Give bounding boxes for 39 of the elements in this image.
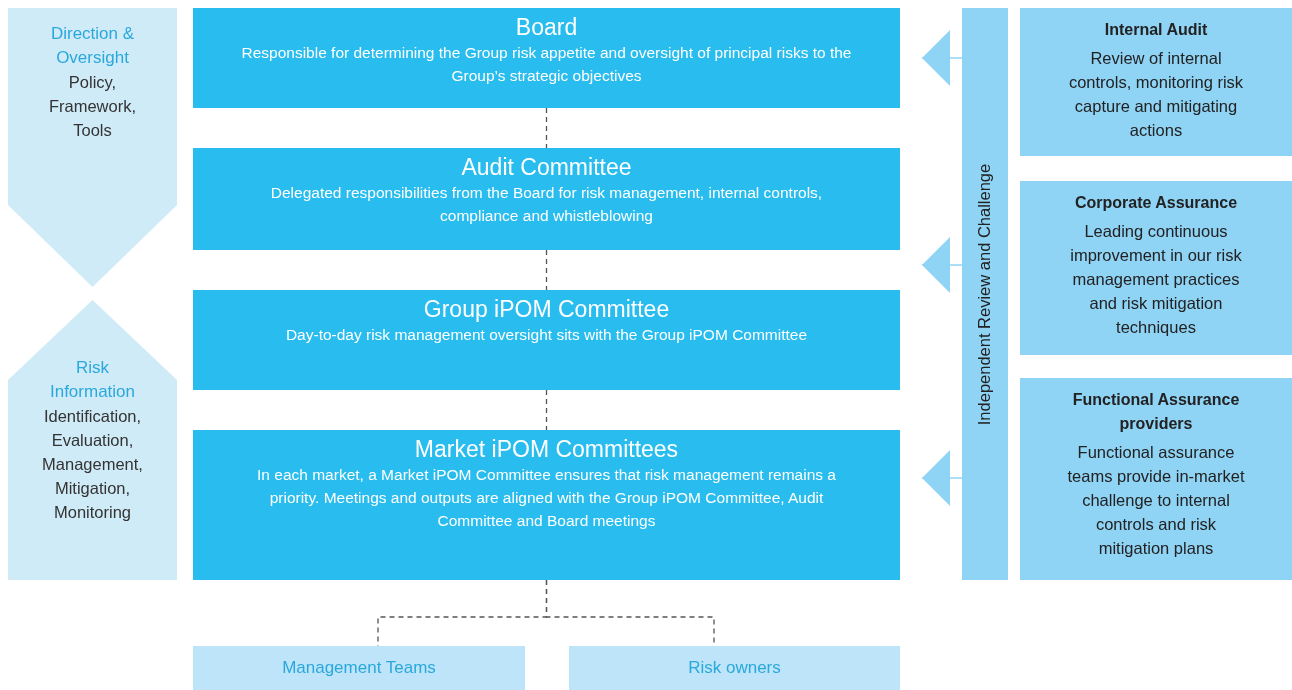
box-title: Board — [515, 14, 578, 41]
box-description: Delegated responsibilities from the Board for risk management, internal controls, compliance and whistleblowing — [269, 183, 824, 226]
box-description: Responsible for determining the Group risk appetite and oversight of principal risks to the Group’s strategic objectives — [240, 43, 853, 86]
assurance-box — [1020, 8, 1292, 156]
box-description: Leading continuous improvement in our risk management practices and risk mitigation techniques — [1069, 221, 1243, 338]
box-description: Day-to-day risk management oversight sits with the Group iPOM Committee — [284, 325, 809, 345]
chevron-panel — [8, 8, 177, 287]
box-description: Review of internal controls, monitoring risk capture and mitigating actions — [1067, 48, 1245, 141]
box-description: Functional assurance teams provide in-market challenge to internal controls and risk mitigation plans — [1066, 442, 1246, 559]
box-title: Audit Committee — [461, 154, 632, 181]
dashed-connector — [545, 389, 548, 431]
box-title: Group iPOM Committee — [423, 296, 670, 323]
panel-heading: Risk Information — [48, 357, 136, 403]
assurance-box — [1020, 181, 1292, 355]
box-title: Corporate Assurance — [1073, 193, 1239, 213]
box-title: Market iPOM Committees — [414, 436, 679, 463]
group-box — [569, 646, 900, 690]
vertical-band — [962, 8, 1008, 580]
pointer-arrow — [921, 30, 963, 86]
pointer-arrow — [921, 450, 963, 506]
dashed-connector — [545, 107, 548, 149]
box-title: Internal Audit — [1103, 20, 1209, 40]
dashed-connector — [545, 249, 548, 291]
group-box — [193, 646, 525, 690]
committee-box — [193, 290, 900, 390]
panel-list: Identification, Evaluation, Management, Mitigation, Monitoring — [8, 404, 177, 524]
box-title: Management Teams — [282, 658, 436, 678]
panel-heading: Direction & Oversight — [49, 23, 136, 69]
committee-box — [193, 148, 900, 250]
box-title: Risk owners — [688, 658, 781, 678]
chevron-panel — [8, 300, 177, 580]
committee-box — [193, 8, 900, 108]
box-title: Functional Assurance providers — [1071, 390, 1241, 434]
band-label: Independent Review and Challenge — [975, 163, 995, 425]
committee-box — [193, 430, 900, 580]
box-description: In each market, a Market iPOM Committee ensures that risk management remains a priority. Meetings and outputs are aligned with the Group iPOM Committee, Audit Committee and Board meetings — [256, 465, 837, 531]
pointer-arrow — [921, 237, 963, 293]
panel-list: Policy, Framework, Tools — [8, 70, 177, 142]
assurance-box — [1020, 378, 1292, 580]
